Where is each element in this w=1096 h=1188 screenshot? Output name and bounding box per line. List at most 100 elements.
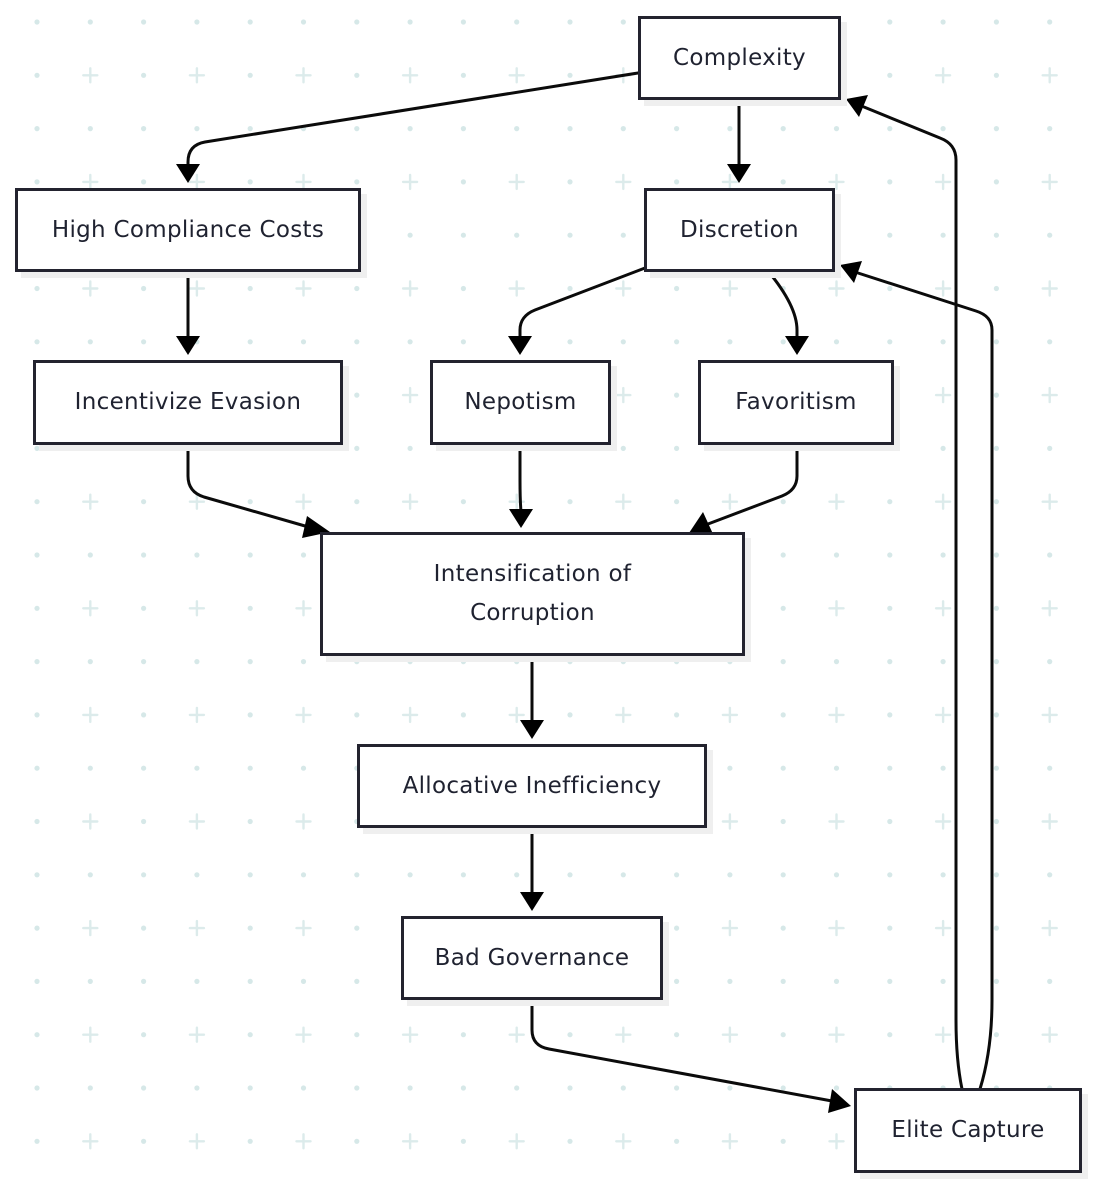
grid-dot [247, 978, 253, 985]
grid-dot [407, 1085, 413, 1091]
grid-dot [141, 605, 147, 611]
grid-dot [887, 499, 893, 505]
grid-dot [87, 978, 93, 985]
grid-dot [460, 126, 466, 132]
grid-dot [354, 126, 360, 132]
grid-dot [833, 1085, 840, 1091]
node-elite-capture-label: Elite Capture [891, 1117, 1045, 1143]
grid-dot [1047, 978, 1053, 985]
edge-favoritism-to-intensification [706, 442, 799, 526]
grid-dot [141, 712, 147, 718]
grid-dot [674, 285, 680, 292]
grid-dot [567, 499, 573, 505]
grid-dot [460, 179, 466, 185]
node-elite-capture: Elite Capture [854, 1088, 1082, 1173]
grid-dot [780, 445, 786, 451]
grid-dot [780, 978, 786, 985]
grid-dot [407, 872, 413, 878]
grid-dot [34, 659, 40, 665]
grid-dot [34, 499, 40, 505]
grid-dot [247, 925, 253, 931]
grid-dot [674, 499, 680, 505]
grid-dot [993, 19, 1000, 25]
grid-dot [620, 126, 626, 132]
grid-dot [460, 72, 466, 78]
grid-dot [460, 285, 466, 292]
grid-dot [34, 712, 40, 718]
grid-dot [1047, 872, 1053, 878]
grid-dot [567, 445, 573, 451]
grid-dot [141, 179, 147, 185]
grid-dot [354, 285, 360, 292]
grid-dot [1047, 659, 1053, 665]
grid-dot [247, 445, 253, 451]
grid-dot [34, 72, 40, 78]
grid-dot [247, 179, 253, 185]
grid-dot [247, 72, 253, 78]
grid-dot [727, 126, 733, 132]
grid-dot [194, 19, 200, 25]
grid-dot [300, 552, 307, 558]
grid-dot [460, 872, 466, 878]
grid-dot [247, 1032, 253, 1038]
grid-dot [993, 552, 1000, 558]
grid-dot [354, 179, 360, 185]
grid-dot [887, 72, 893, 78]
node-allocative-inefficiency-label: Allocative Inefficiency [402, 772, 662, 799]
grid-dot [620, 232, 626, 238]
grid-dot [567, 179, 573, 185]
grid-dot [833, 765, 840, 771]
grid-dot [194, 445, 200, 451]
grid-dot [674, 179, 680, 185]
grid-dot [887, 765, 893, 771]
grid-dot [887, 232, 893, 238]
grid-dot [993, 126, 1000, 132]
grid-dot [567, 126, 573, 132]
grid-dot [567, 872, 573, 878]
grid-dot [674, 978, 680, 985]
grid-dot [34, 126, 40, 132]
node-allocative-inefficiency: Allocative Inefficiency [357, 744, 707, 828]
grid-dot [141, 499, 147, 505]
grid-dot [780, 872, 786, 878]
grid-dot [620, 339, 626, 345]
grid-dot [887, 712, 893, 718]
grid-dot [141, 552, 147, 558]
grid-dot [141, 1085, 147, 1091]
grid-dot [567, 1085, 573, 1091]
grid-dot [141, 765, 147, 771]
grid-dot [87, 1085, 93, 1091]
grid-dot [567, 285, 573, 292]
grid-dot [780, 1032, 786, 1038]
grid-dot [514, 659, 520, 665]
grid-dot [727, 659, 733, 665]
node-discretion: Discretion [644, 188, 835, 272]
grid-dot [567, 1032, 573, 1038]
node-favoritism-label: Favoritism [735, 389, 857, 415]
grid-dot [407, 19, 413, 25]
node-complexity-label: Complexity [673, 44, 806, 71]
grid-dot [354, 872, 360, 878]
grid-dot [194, 659, 200, 665]
grid-dot [833, 339, 840, 345]
grid-dot [514, 19, 520, 25]
grid-dot [993, 765, 1000, 771]
grid-dot [993, 978, 1000, 985]
grid-dot [727, 1085, 733, 1091]
grid-dot [354, 1085, 360, 1091]
edge-bad-governance-to-elite-capture [530, 997, 834, 1103]
grid-dot [1047, 765, 1053, 771]
grid-dot [993, 605, 1000, 611]
grid-dot [141, 445, 147, 451]
grid-dot [34, 818, 40, 825]
grid-dot [940, 978, 946, 985]
grid-dot [354, 499, 360, 505]
arrowhead-incentivize-evasion [176, 336, 200, 355]
grid-dot [194, 872, 200, 878]
grid-dot [887, 285, 893, 292]
grid-dot [993, 712, 1000, 718]
grid-dot [514, 1085, 520, 1091]
grid-dot [833, 126, 840, 132]
node-bad-governance-label: Bad Governance [434, 944, 630, 971]
grid-dot [34, 765, 40, 771]
